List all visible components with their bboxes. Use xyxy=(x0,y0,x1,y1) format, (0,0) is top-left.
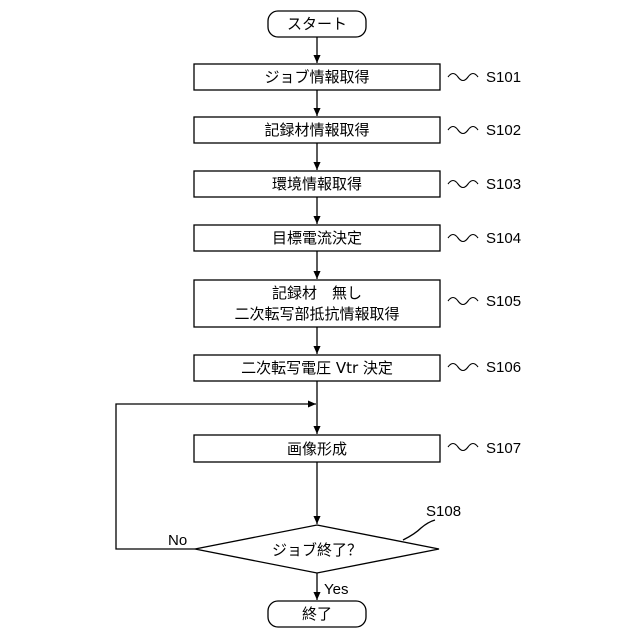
step-s106-text: 二次転写電圧 Vtr 決定 xyxy=(241,359,393,377)
decision-s108-text: ジョブ終了？ xyxy=(272,541,362,559)
step-s106: 二次転写電圧 Vtr 決定 S106 xyxy=(194,355,521,381)
decision-s108-leader xyxy=(403,520,435,540)
start-terminal: スタート xyxy=(268,11,366,37)
step-s101-id: S101 xyxy=(486,69,521,86)
step-s102-text: 記録材情報取得 xyxy=(264,121,369,139)
step-s104: 目標電流決定 S104 xyxy=(194,225,521,251)
arrow-s108-loop-no xyxy=(116,404,316,549)
step-s107: 画像形成 S107 xyxy=(194,435,521,462)
step-s105-id: S105 xyxy=(486,293,521,310)
step-s103-text: 環境情報取得 xyxy=(272,175,362,193)
decision-s108-id: S108 xyxy=(426,503,461,520)
step-s101: ジョブ情報取得 S101 xyxy=(194,64,521,90)
step-s103-id: S103 xyxy=(486,176,521,193)
step-s105-text-line2: 二次転写部抵抗情報取得 xyxy=(234,305,399,323)
no-label: No xyxy=(168,532,187,549)
step-s107-text: 画像形成 xyxy=(287,440,347,458)
step-s101-text: ジョブ情報取得 xyxy=(264,68,369,86)
step-s107-id: S107 xyxy=(486,440,521,457)
step-s103: 環境情報取得 S103 xyxy=(194,171,521,197)
step-s106-id: S106 xyxy=(486,359,521,376)
step-s105-text-line1: 記録材 無し xyxy=(272,284,362,302)
step-s102: 記録材情報取得 S102 xyxy=(194,117,521,143)
step-s104-id: S104 xyxy=(486,230,521,247)
step-s105: 記録材 無し 二次転写部抵抗情報取得 S105 xyxy=(194,280,521,327)
step-s102-id: S102 xyxy=(486,122,521,139)
decision-s108: ジョブ終了？ S108 xyxy=(195,503,461,573)
end-terminal: 終了 xyxy=(268,601,366,627)
step-s104-text: 目標電流決定 xyxy=(272,229,362,247)
end-label: 終了 xyxy=(302,605,332,623)
yes-label: Yes xyxy=(324,581,348,598)
start-label: スタート xyxy=(287,15,347,33)
